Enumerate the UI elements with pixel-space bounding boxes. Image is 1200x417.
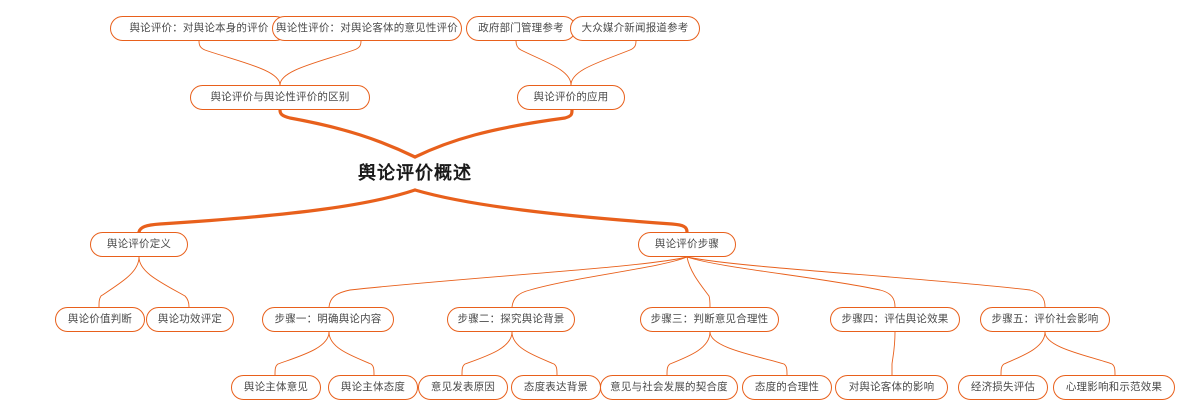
step-node-one[interactable]: 步骤一：明确舆论内容	[262, 307, 394, 332]
edge-root-to-definition	[137, 188, 417, 234]
leaf-node-economic-loss-label: 经济损失评估	[970, 381, 1036, 394]
edge-steps-to-step-three	[686, 256, 711, 308]
root-node-label: 舆论评价概述	[358, 163, 472, 184]
step-node-four[interactable]: 步骤四：评估舆论效果	[830, 307, 960, 332]
edge-root-to-application	[413, 108, 574, 159]
edge-step-three-to-social-fit	[666, 331, 711, 376]
edge-root-to-difference	[278, 108, 417, 159]
branch-node-difference[interactable]: 舆论评价与舆论性评价的区别	[190, 85, 370, 110]
leaf-node-economic-loss[interactable]: 经济损失评估	[958, 375, 1048, 400]
leaf-node-attitude-rationality-label: 态度的合理性	[754, 381, 820, 394]
leaf-node-attitude-background[interactable]: 态度表达背景	[511, 375, 601, 400]
branch-node-difference-label: 舆论评价与舆论性评价的区别	[210, 91, 350, 104]
step-node-three[interactable]: 步骤三：判断意见合理性	[640, 307, 779, 332]
branch-node-steps-label: 舆论评价步骤	[654, 238, 720, 251]
step-node-two[interactable]: 步骤二：探究舆论背景	[447, 307, 575, 332]
leaf-node-subject-opinion[interactable]: 舆论主体意见	[231, 375, 321, 400]
leaf-node-object-impact[interactable]: 对舆论客体的影响	[835, 375, 948, 400]
step-node-three-label: 步骤三：判断意见合理性	[650, 313, 769, 326]
leaf-node-subject-opinion-label: 舆论主体意见	[243, 381, 309, 394]
step-node-five-label: 步骤五：评价社会影响	[991, 313, 1099, 326]
leaf-node-value-judgement[interactable]: 舆论价值判断	[55, 307, 145, 332]
leaf-node-subject-attitude-label: 舆论主体态度	[340, 381, 406, 394]
edge-step-one-to-subject-opinion	[274, 331, 330, 376]
step-node-one-label: 步骤一：明确舆论内容	[274, 313, 382, 326]
edge-step-five-to-economic-loss	[1000, 331, 1046, 376]
leaf-node-value-judgement-label: 舆论价值判断	[67, 313, 133, 326]
branch-node-application[interactable]: 舆论评价的应用	[517, 85, 625, 110]
edge-step-one-to-subject-attitude	[328, 331, 375, 376]
step-node-five[interactable]: 步骤五：评价社会影响	[980, 307, 1110, 332]
leaf-node-media-reference-label: 大众媒介新闻报道参考	[581, 22, 689, 35]
branch-node-application-label: 舆论评价的应用	[533, 91, 609, 104]
leaf-node-object-impact-label: 对舆论客体的影响	[848, 381, 935, 394]
leaf-node-public-opinion-eval[interactable]: 舆论评价：对舆论本身的评价	[110, 16, 288, 41]
leaf-node-social-fit[interactable]: 意见与社会发展的契合度	[600, 375, 738, 400]
leaf-node-media-reference[interactable]: 大众媒介新闻报道参考	[570, 16, 700, 41]
leaf-node-social-fit-label: 意见与社会发展的契合度	[610, 381, 728, 394]
edge-steps-to-step-two	[511, 256, 688, 308]
step-node-two-label: 步骤二：探究舆论背景	[457, 313, 565, 326]
edge-step-five-to-psych-impact	[1044, 331, 1116, 376]
edge-step-two-to-opinion-reason	[461, 331, 513, 376]
leaf-node-effect-assessment[interactable]: 舆论功效评定	[146, 307, 234, 332]
edge-difference-to-opinion-eval	[198, 40, 281, 86]
leaf-node-opinionated-eval-label: 舆论性评价：对舆论客体的意见性评价	[276, 22, 458, 35]
leaf-node-effect-assessment-label: 舆论功效评定	[157, 313, 223, 326]
leaf-node-attitude-background-label: 态度表达背景	[523, 381, 589, 394]
leaf-node-opinionated-eval[interactable]: 舆论性评价：对舆论客体的意见性评价	[272, 16, 462, 41]
edge-step-four-to-object-impact	[891, 331, 896, 375]
edge-step-three-to-attitude-rationality	[709, 331, 788, 376]
leaf-node-gov-reference[interactable]: 政府部门管理参考	[466, 16, 576, 41]
leaf-node-psych-impact-label: 心理影响和示范效果	[1065, 381, 1163, 394]
root-node[interactable]: 舆论评价概述	[355, 160, 475, 188]
edge-step-two-to-attitude-background	[511, 331, 558, 376]
edge-steps-to-step-one	[328, 256, 688, 308]
edge-root-to-steps	[413, 188, 689, 234]
branch-node-definition-label: 舆论评价定义	[106, 238, 172, 251]
edge-application-to-gov	[515, 40, 572, 86]
leaf-node-opinion-reason[interactable]: 意见发表原因	[418, 375, 508, 400]
edge-application-to-media	[570, 40, 637, 86]
leaf-node-psych-impact[interactable]: 心理影响和示范效果	[1053, 375, 1175, 400]
edge-definition-to-value	[98, 256, 140, 308]
branch-node-steps[interactable]: 舆论评价步骤	[638, 232, 736, 257]
branch-node-definition[interactable]: 舆论评价定义	[90, 232, 188, 257]
leaf-node-subject-attitude[interactable]: 舆论主体态度	[328, 375, 418, 400]
leaf-node-gov-reference-label: 政府部门管理参考	[478, 22, 564, 35]
leaf-node-public-opinion-eval-label: 舆论评价：对舆论本身的评价	[129, 22, 269, 35]
edge-definition-to-effect	[138, 256, 190, 308]
leaf-node-attitude-rationality[interactable]: 态度的合理性	[742, 375, 832, 400]
leaf-node-opinion-reason-label: 意见发表原因	[430, 381, 496, 394]
edge-steps-to-step-five	[686, 256, 1046, 308]
edge-steps-to-step-four	[686, 256, 896, 308]
step-node-four-label: 步骤四：评估舆论效果	[841, 313, 949, 326]
edge-difference-to-opinionated-eval	[279, 40, 362, 86]
